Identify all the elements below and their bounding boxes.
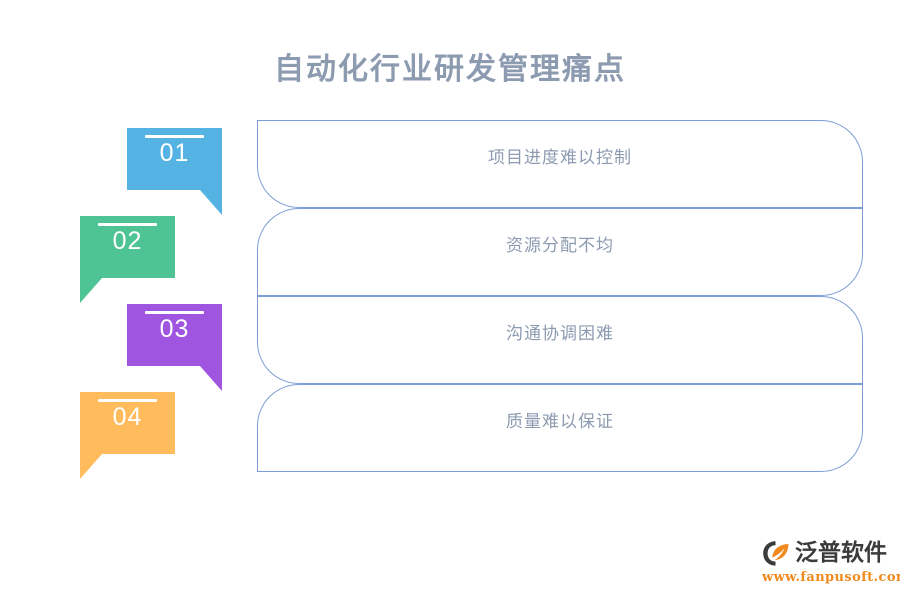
pain-point-capsule-04: 质量难以保证 <box>257 384 863 472</box>
list-item: 04 质量难以保证 <box>0 384 900 479</box>
list-item: 03 沟通协调困难 <box>0 296 900 391</box>
page-title: 自动化行业研发管理痛点 <box>274 52 626 87</box>
pain-point-capsule-02: 资源分配不均 <box>257 208 863 296</box>
list-item: 01 项目进度难以控制 <box>0 120 900 215</box>
pain-point-capsule-01: 项目进度难以控制 <box>257 120 863 208</box>
logo-name: 泛普软件 <box>795 539 887 566</box>
number-badge-04: 04 <box>80 392 175 479</box>
brand-logo: 泛普软件 www.fanpusoft.com <box>762 538 900 588</box>
badge-tail-icon <box>80 454 102 479</box>
badge-tail-icon <box>80 278 102 303</box>
fanpu-swoosh-icon <box>763 540 789 566</box>
pain-point-label: 质量难以保证 <box>506 412 614 432</box>
number-badge-02: 02 <box>80 216 175 303</box>
badge-rule <box>145 135 204 138</box>
badge-rule <box>145 311 204 314</box>
badge-number: 01 <box>159 139 190 167</box>
logo-url: www.fanpusoft.com <box>762 570 900 585</box>
badge-number: 02 <box>112 227 143 255</box>
badge-tail-icon <box>200 190 222 215</box>
pain-point-label: 资源分配不均 <box>506 236 614 256</box>
badge-number: 04 <box>112 403 143 431</box>
logo-lockup: 泛普软件 <box>762 538 894 568</box>
pain-point-label: 沟通协调困难 <box>506 324 614 344</box>
badge-rule <box>98 399 157 402</box>
number-badge-01: 01 <box>127 128 222 215</box>
pain-point-capsule-03: 沟通协调困难 <box>257 296 863 384</box>
pain-point-label: 项目进度难以控制 <box>488 148 632 168</box>
badge-tail-icon <box>200 366 222 391</box>
badge-rule <box>98 223 157 226</box>
number-badge-03: 03 <box>127 304 222 391</box>
list-item: 02 资源分配不均 <box>0 208 900 303</box>
badge-number: 03 <box>159 315 190 343</box>
